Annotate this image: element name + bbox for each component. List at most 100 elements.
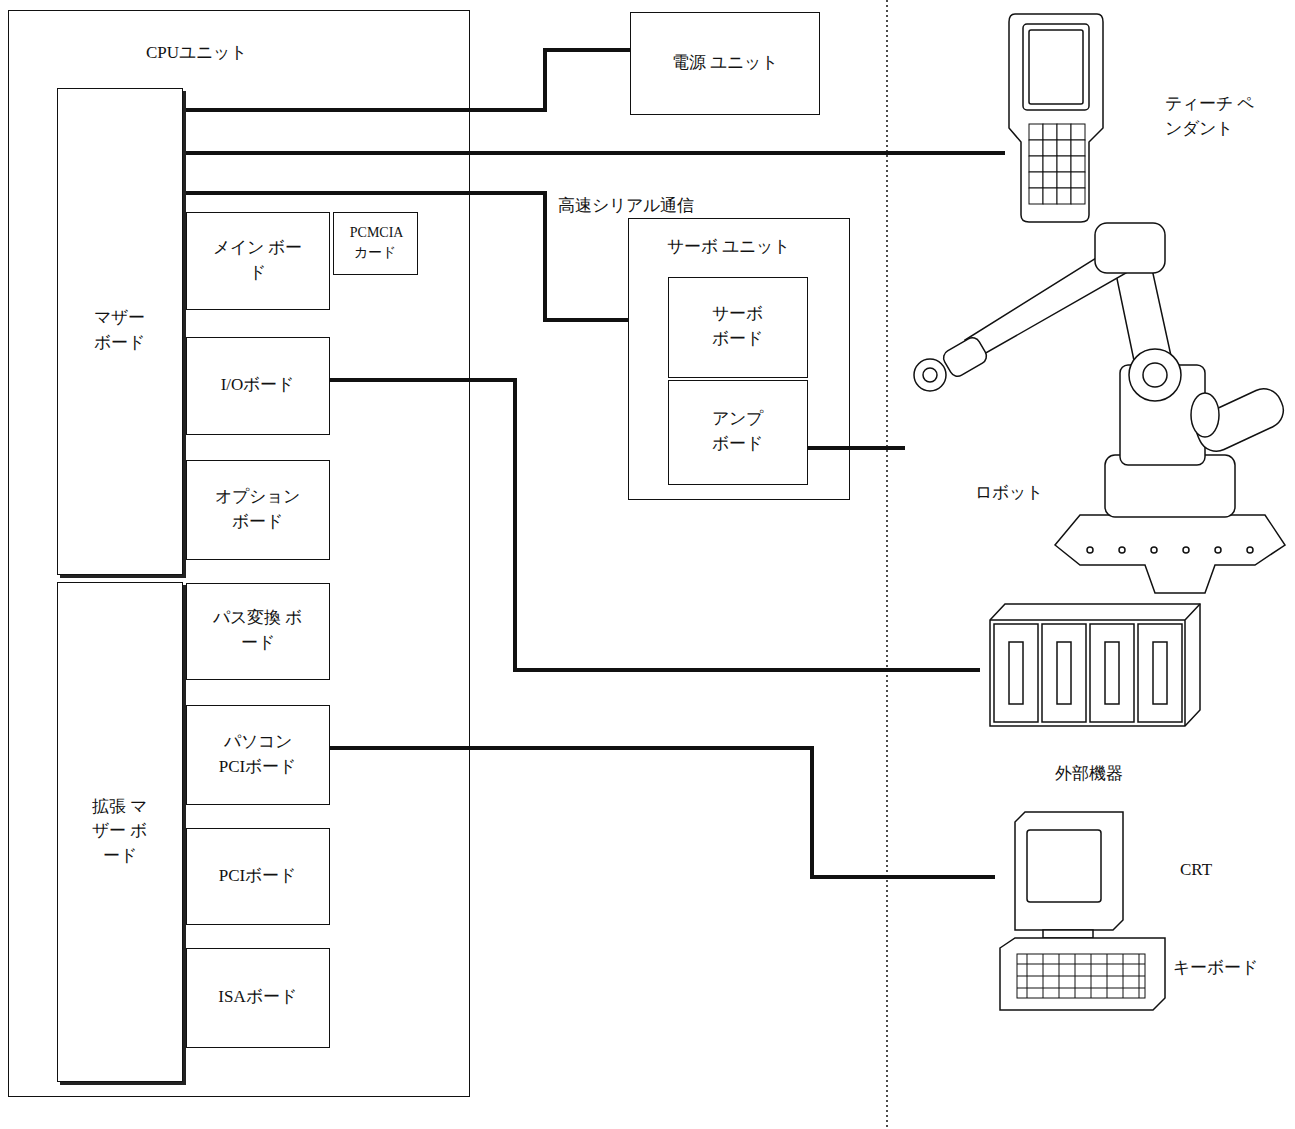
box-label: 拡張 マザー ボード [86, 795, 154, 869]
node-box: ロボット [905, 215, 1290, 605]
illustration-part [1057, 188, 1071, 204]
illustration-part [1029, 124, 1043, 140]
illustration-part [1071, 156, 1085, 172]
illustration-part [1057, 124, 1071, 140]
illustration-part [1057, 642, 1071, 704]
node-box: サーボ ボード [668, 277, 808, 378]
illustration-part [1071, 124, 1085, 140]
illustration-part [1143, 363, 1167, 387]
node-box: PCMCIA カード [333, 212, 418, 275]
illustration-part [914, 359, 946, 391]
illustration-part [994, 624, 1038, 722]
node-box: 電源 ユニット [630, 12, 820, 115]
illustration-part [990, 604, 1200, 726]
box-label: PCMCIA カード [350, 223, 400, 264]
illustration-part [1015, 812, 1123, 930]
node-box: CRT キーボード [995, 808, 1287, 1020]
caption-label: CRT [1180, 858, 1212, 883]
illustration-part [1042, 624, 1086, 722]
illustration-part [1055, 515, 1285, 593]
box-label: オプション ボード [211, 485, 305, 534]
connector-line [330, 748, 996, 877]
box-label: アンプ ボード [704, 407, 772, 456]
illustration-part [1151, 547, 1157, 553]
illustration-part [1000, 938, 1165, 1010]
illustration-part [1057, 156, 1071, 172]
caption-label: キーボード [1173, 956, 1258, 981]
node-box: オプション ボード [186, 460, 330, 560]
illustration-part [1043, 930, 1093, 938]
illustration-part [1023, 24, 1089, 110]
caption-label: サーボ ユニット [667, 235, 790, 260]
illustration-part [1029, 140, 1043, 156]
illustration-part [1071, 188, 1085, 204]
connector-line [808, 446, 906, 450]
illustration-part [1071, 172, 1085, 188]
illustration-part [1183, 547, 1189, 553]
illustration-part [1043, 140, 1057, 156]
crt-illustration [995, 808, 1287, 1020]
illustration-part [923, 368, 937, 382]
illustration-part [1071, 140, 1085, 156]
illustration-part [941, 335, 990, 379]
node-box: ティーチ ペンダント [1005, 10, 1285, 225]
box-label: 電源 ユニット [672, 51, 778, 76]
box-label: PCIボード [211, 864, 305, 889]
illustration-part [1043, 188, 1057, 204]
node-box: アンプ ボード [668, 380, 808, 485]
illustration-part [1043, 156, 1057, 172]
node-box: I/Oボード [186, 337, 330, 435]
illustration-part [1043, 124, 1057, 140]
node-box: メイン ボード [186, 212, 330, 310]
illustration-part [1095, 223, 1165, 273]
box-label: サーボ ボード [704, 302, 772, 351]
illustration-part [1057, 172, 1071, 188]
connector-line [183, 50, 631, 110]
node-box: マザー ボード [57, 88, 183, 575]
illustration-part [1129, 349, 1181, 401]
illustration-part [1215, 547, 1221, 553]
robot-illustration [905, 215, 1290, 605]
node-box: サーボ ユニットサーボ ボードアンプ ボード [628, 218, 850, 500]
node-box: 拡張 マザー ボード [57, 582, 183, 1082]
caption-label: ロボット [975, 481, 1043, 506]
connector-line [330, 380, 981, 670]
box-label: パス変換 ボード [211, 606, 305, 655]
caption-label: CPUユニット [146, 41, 247, 66]
keyboard-keys [1017, 954, 1145, 998]
illustration-part [1029, 30, 1083, 104]
illustration-part [1090, 624, 1134, 722]
node-box: ISAボード [186, 948, 330, 1048]
illustration-part [990, 604, 1200, 726]
box-label: メイン ボード [211, 236, 305, 285]
node-box: パス変換 ボード [186, 583, 330, 680]
illustration-part [1119, 547, 1125, 553]
box-label: パソコン PCIボード [211, 730, 305, 779]
illustration-part [1153, 642, 1167, 704]
node-box: CPUユニットマザー ボード メイン ボード PCMCIA カード I/Oボードオプシ… [8, 10, 470, 1097]
illustration-part [1027, 830, 1101, 902]
box-label: I/Oボード [211, 373, 305, 398]
illustration-part [1138, 624, 1182, 722]
illustration-part [1057, 140, 1071, 156]
illustration-part [1009, 14, 1103, 222]
illustration-part [1191, 383, 1289, 457]
connector-line [183, 151, 1006, 155]
illustration-part [1029, 172, 1043, 188]
pendant-illustration [1005, 10, 1285, 225]
illustration-part [1247, 547, 1253, 553]
illustration-part [1043, 172, 1057, 188]
divider-line [886, 0, 888, 1129]
illustration-part [1087, 547, 1093, 553]
box-label: ISAボード [211, 985, 305, 1010]
illustration-part [1029, 156, 1043, 172]
box-label: マザー ボード [86, 306, 154, 355]
illustration-part [1191, 393, 1219, 437]
node-box: PCIボード [186, 828, 330, 925]
edge-label: 高速シリアル通信 [555, 194, 697, 217]
node-box: パソコン PCIボード [186, 705, 330, 805]
illustration-part [1105, 642, 1119, 704]
illustration-part [1029, 188, 1043, 204]
illustration-part [1009, 642, 1023, 704]
node-box: 外部機器 [980, 600, 1205, 795]
